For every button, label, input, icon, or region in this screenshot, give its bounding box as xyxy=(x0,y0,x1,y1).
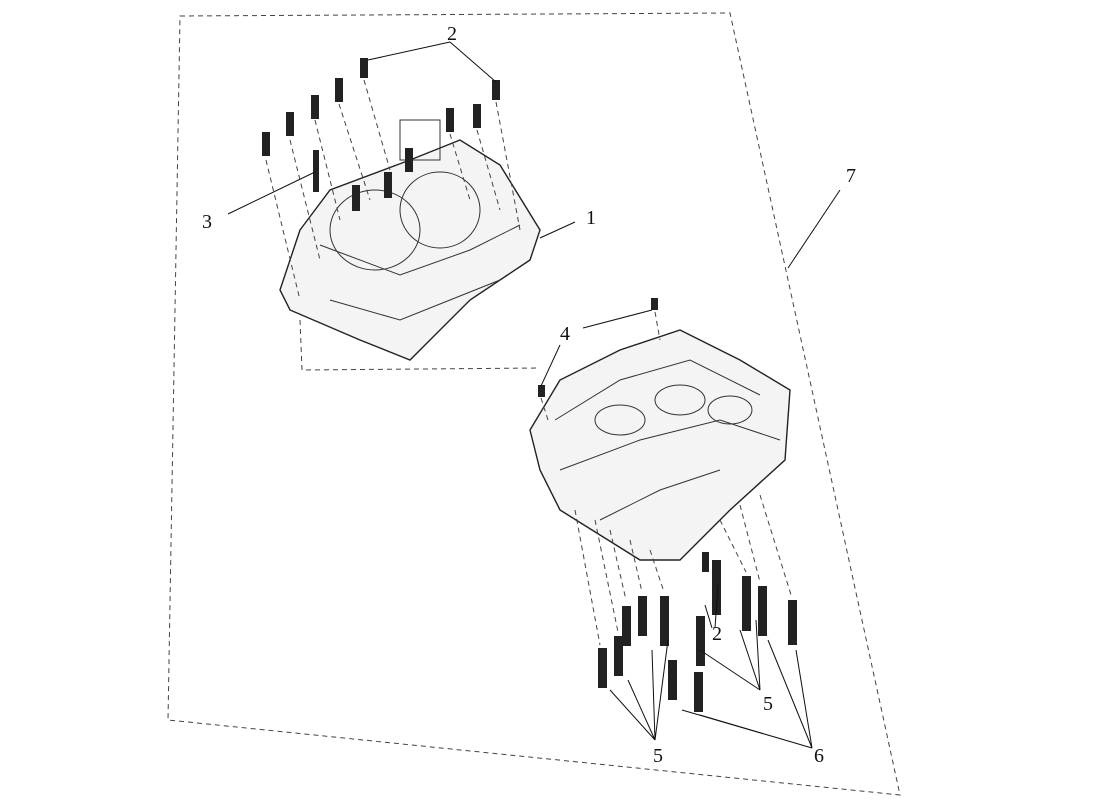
upper-crankcase xyxy=(279,119,541,361)
callout-6: 6 xyxy=(814,745,824,767)
callout-2-lower: 2 xyxy=(712,623,722,645)
callout-7: 7 xyxy=(846,165,856,187)
upper-bolts xyxy=(262,58,521,301)
callout-4: 4 xyxy=(560,323,570,345)
kit-boundary xyxy=(167,12,901,796)
callout-2: 2 xyxy=(447,23,457,45)
callout-5-right: 5 xyxy=(763,693,773,715)
lower-crankcase xyxy=(529,329,791,561)
dowel-pin xyxy=(538,385,545,397)
callout-1: 1 xyxy=(586,207,596,229)
lower-bolts xyxy=(574,494,797,712)
dowel-pin xyxy=(651,298,658,310)
callout-5-lower: 5 xyxy=(653,745,663,767)
leader-lines xyxy=(227,41,841,749)
callout-3: 3 xyxy=(202,211,212,233)
